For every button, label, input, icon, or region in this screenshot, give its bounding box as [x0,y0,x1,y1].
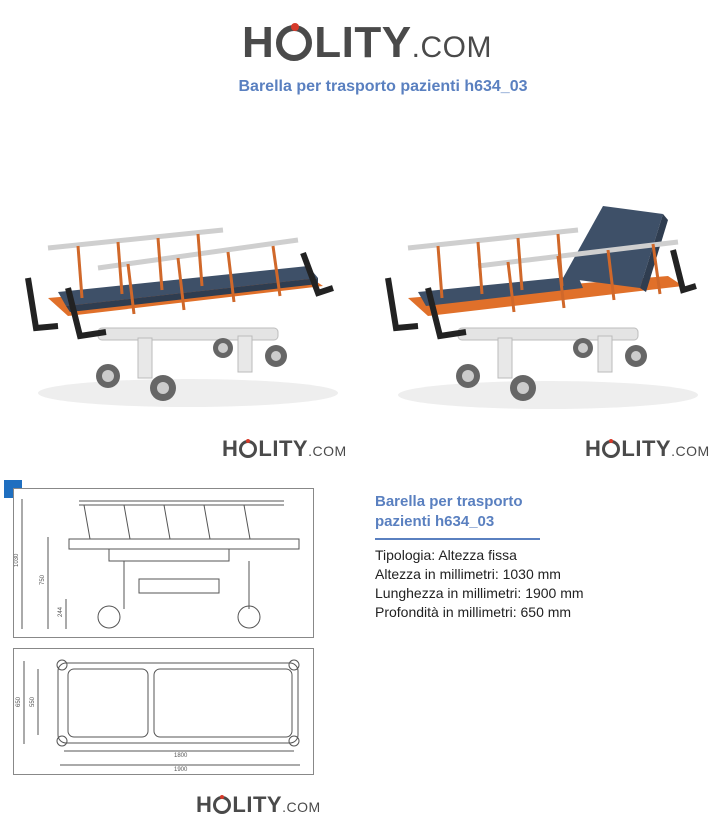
top-view-drawing: 650 550 1800 1900 [13,648,314,775]
logo-letter-h: H [585,436,602,461]
logo-o-mark-icon [602,439,621,458]
spec-row-lunghezza: Lunghezza in millimetri: 1900 mm [375,585,584,601]
holity-logo-small[interactable]: H LITY.COM [222,436,347,462]
spec-label: Tipologia [375,547,432,563]
logo-suffix: .COM [411,31,492,64]
holity-logo-small[interactable]: H LITY.COM [585,436,710,462]
spec-value: 1030 mm [502,566,561,582]
logo-text: LITY [258,436,309,461]
dimension-label: 750 [40,574,46,585]
dimension-label: 1900 [174,767,188,773]
logo-suffix: .COM [671,443,710,459]
logo-text: LITY [621,436,672,461]
side-view-drawing: 1030 750 244 [13,488,314,638]
logo-o-mark-icon [213,795,232,814]
spec-row-altezza: Altezza in millimetri: 1030 mm [375,566,561,582]
stretcher-raised-image [385,206,698,409]
logo-suffix: .COM [282,799,321,815]
dimension-label: 1030 [14,553,20,567]
spec-row-profondita: Profondità in millimetri: 650 mm [375,604,572,620]
dimension-label: 650 [16,696,22,707]
spec-label: Altezza in millimetri [375,566,495,582]
spec-row-tipologia: Tipologia: Altezza fissa [375,547,517,563]
holity-logo-small[interactable]: H LITY.COM [196,792,321,818]
top-view-svg: 650 550 1800 1900 [16,659,300,773]
logo-letter-h: H [196,792,213,817]
logo-text: LITY [314,18,412,67]
logo-letter-h: H [222,436,239,461]
spec-divider [375,538,540,540]
logo-suffix: .COM [308,443,347,459]
spec-value: 1900 mm [525,585,584,601]
page-title: Barella per trasporto pazienti h634_03 [238,78,528,95]
logo-text: LITY [232,792,283,817]
spec-label: Profondità in millimetri [375,604,513,620]
logo-o-mark-icon [239,439,258,458]
side-view-svg: 1030 750 244 [14,499,300,629]
spec-label: Lunghezza in millimetri [375,585,518,601]
stretcher-flat-image [25,227,338,407]
spec-value: 650 mm [520,604,572,620]
dimension-label: 550 [30,696,36,707]
holity-logo[interactable]: H LITY.COM [242,18,492,68]
spec-title: Barella per trasporto pazienti h634_03 [375,493,523,530]
logo-letter-h: H [242,18,275,67]
dimension-label: 244 [58,606,64,617]
logo-o-mark-icon [276,23,313,61]
dimension-label: 1800 [174,753,188,759]
spec-value: Altezza fissa [438,547,517,563]
spec-panel: Barella per trasporto pazienti h634_03 T… [375,492,695,622]
